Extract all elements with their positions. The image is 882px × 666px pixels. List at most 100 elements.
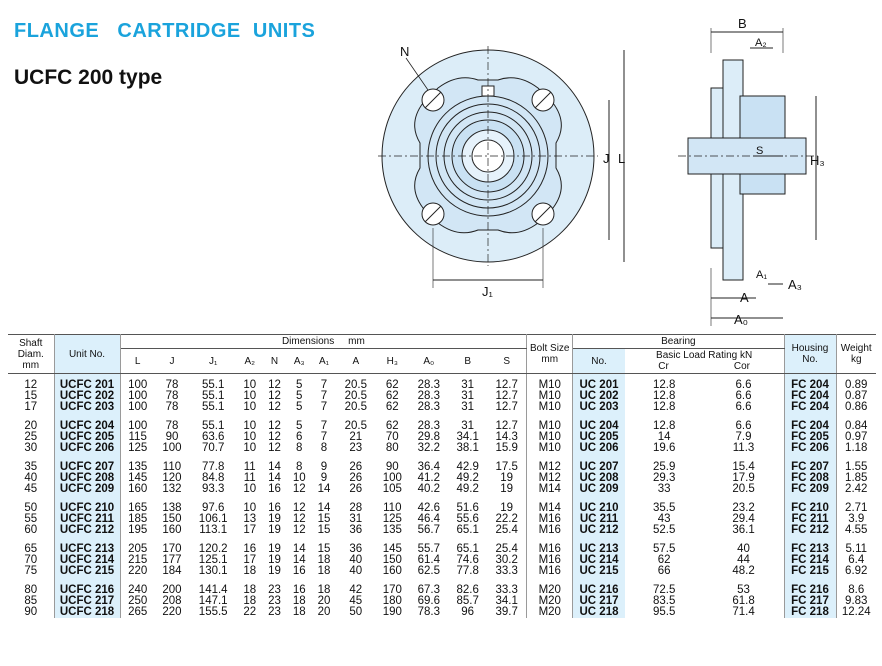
cell-s: 25.4 [487, 536, 528, 555]
cell-d: 80 [8, 577, 55, 596]
cell-a3: 5 [296, 390, 303, 402]
cell-n: 23 [268, 606, 281, 618]
cell-a: 40 [349, 565, 363, 577]
cell-a3: 5 [296, 420, 303, 432]
cell-a1: 14 [317, 483, 331, 495]
cell-l: 145 [128, 472, 148, 484]
cell-bolt: M20 [526, 595, 574, 607]
cell-a3: 16 [292, 584, 306, 596]
label-J1: J₁ [482, 284, 494, 299]
cell-a: 26 [349, 483, 363, 495]
cell-l: 125 [128, 442, 148, 454]
cell-a1: 7 [320, 401, 328, 413]
header-bearing-no: No. [572, 348, 625, 374]
header-dim-A: A [336, 348, 376, 374]
cell-hsg: FC 209 [784, 483, 837, 495]
cell-a2: 13 [243, 513, 257, 525]
cell-d: 60 [8, 524, 55, 536]
cell-j: 132 [162, 483, 182, 495]
cell-cor: 6.6 [703, 373, 785, 391]
cell-h3: 150 [382, 554, 402, 566]
cell-j1: 120.2 [198, 543, 228, 555]
cell-l: 100 [128, 401, 148, 413]
cell-l: 250 [128, 595, 148, 607]
cell-a: 40 [349, 554, 363, 566]
cell-a1: 15 [317, 543, 331, 555]
cell-bolt: M20 [526, 577, 574, 596]
cell-a2: 17 [243, 524, 257, 536]
label-B: B [738, 16, 747, 31]
cell-hsg: FC 218 [784, 606, 837, 618]
cell-unit: UCFC 201 [54, 373, 121, 391]
cell-brg: UC 206 [572, 442, 625, 454]
cell-cr: 95.5 [652, 606, 676, 618]
cell-cor: 23.2 [703, 495, 785, 514]
cell-n: 16 [268, 483, 281, 495]
cell-j: 208 [162, 595, 182, 607]
cell-a0: 67.3 [417, 584, 440, 596]
cell-bolt: M16 [526, 513, 574, 525]
cell-s: 33.3 [487, 565, 528, 577]
cell-j1: 130.1 [198, 565, 228, 577]
cell-a2: 16 [243, 543, 257, 555]
cell-hsg: FC 207 [784, 454, 837, 473]
technical-drawing: N J L J₁ B A₂ S H₃ A₁ A₃ A A₀ [378, 16, 825, 327]
cell-a: 36 [349, 543, 363, 555]
cell-bolt: M20 [526, 606, 574, 618]
cell-cor: 53 [703, 577, 785, 596]
cell-hsg: FC 213 [784, 536, 837, 555]
cell-b: 51.6 [456, 502, 479, 514]
cell-l: 100 [128, 420, 148, 432]
label-N: N [400, 44, 409, 59]
cell-j: 177 [162, 554, 182, 566]
cell-j: 90 [165, 431, 179, 443]
cell-kg: 5.11 [845, 543, 868, 555]
cell-unit: UCFC 209 [54, 483, 121, 495]
cell-b: 49.2 [456, 472, 479, 484]
cell-unit: UCFC 215 [54, 565, 121, 577]
cell-a3: 5 [296, 401, 303, 413]
cell-unit: UCFC 217 [54, 595, 121, 607]
dimensions-table: Shaft Diam. mm Unit No. Dimensions mm Bo… [8, 334, 876, 618]
cell-s: 22.2 [487, 513, 528, 525]
cell-l: 115 [128, 431, 147, 443]
cell-brg: UC 203 [572, 401, 625, 413]
cell-brg: UC 216 [572, 577, 625, 596]
cell-l: 185 [128, 513, 148, 525]
cell-brg: UC 210 [572, 495, 625, 514]
cell-a3: 10 [292, 472, 306, 484]
cell-b: 49.2 [456, 483, 479, 495]
cell-unit: UCFC 213 [54, 536, 121, 555]
cell-a0: 28.3 [417, 420, 440, 432]
cell-d: 35 [8, 454, 55, 473]
cell-h3: 80 [385, 442, 399, 454]
cell-h3: 62 [385, 390, 399, 402]
cell-j: 200 [162, 584, 182, 596]
cell-a1: 18 [317, 554, 331, 566]
cell-l: 100 [128, 390, 148, 402]
cell-s: 12.7 [487, 390, 528, 402]
cell-d: 70 [8, 554, 55, 566]
cell-a: 45 [349, 595, 363, 607]
cell-j1: 113.1 [199, 524, 228, 536]
cell-j1: 147.1 [198, 595, 228, 607]
cell-cor: 48.2 [703, 565, 785, 577]
cell-s: 12.7 [487, 401, 528, 413]
cell-a0: 28.3 [417, 390, 440, 402]
cell-a0: 69.6 [417, 595, 440, 607]
cell-brg: UC 209 [572, 483, 625, 495]
cell-brg: UC 213 [572, 536, 625, 555]
cell-a: 50 [349, 606, 363, 618]
cell-bolt: M16 [526, 536, 574, 555]
cell-cr: 19.6 [652, 442, 676, 454]
cell-unit: UCFC 208 [54, 472, 121, 484]
cell-d: 17 [8, 401, 55, 413]
cell-a: 28 [349, 502, 363, 514]
cell-j: 138 [162, 502, 182, 514]
header-dim-L: L [120, 348, 155, 374]
cell-a2: 10 [243, 502, 257, 514]
